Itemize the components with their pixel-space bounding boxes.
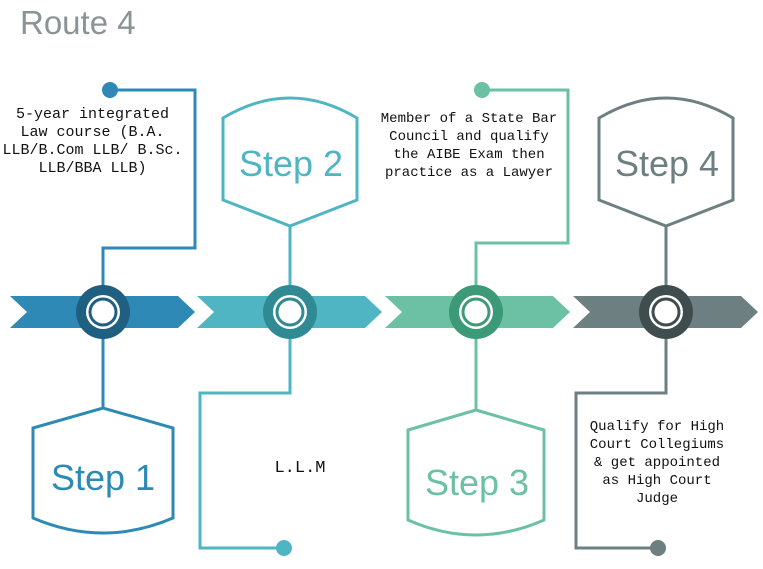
- connector-step-2-bottom: [198, 338, 292, 550]
- connector-step-4-bottom: [574, 338, 668, 550]
- step-1-description: 5-year integrated Law course (B.A. LLB/B…: [2, 106, 183, 177]
- node-step-3: [449, 285, 503, 339]
- step-3-shape: [406, 408, 546, 537]
- step-3-label: Step 3: [425, 462, 529, 503]
- step-1-shape: [31, 406, 175, 535]
- step-4-shape: [597, 96, 735, 228]
- step-4-label: Step 4: [615, 143, 719, 184]
- connector-dot-step-1: [102, 82, 118, 98]
- node-step-2: [263, 285, 317, 339]
- node-step-1: [76, 285, 130, 339]
- connector-step-1-top: [101, 88, 197, 286]
- step-4-description: Qualify for High Court Collegiums & get …: [589, 419, 725, 507]
- connector-step-3-top: [474, 88, 570, 286]
- step-2-description: L.L.M: [274, 459, 326, 478]
- step-1-label: Step 1: [51, 457, 155, 498]
- connector-dot-step-4: [650, 540, 666, 556]
- step-2-label: Step 2: [239, 143, 343, 184]
- step-2-shape: [221, 96, 359, 228]
- route-title: Route 4: [20, 4, 136, 41]
- connector-dot-step-2: [276, 540, 292, 556]
- connector-dot-step-3: [474, 82, 490, 98]
- step-3-description: Member of a State Bar Council and qualif…: [380, 111, 558, 181]
- node-step-4: [639, 285, 693, 339]
